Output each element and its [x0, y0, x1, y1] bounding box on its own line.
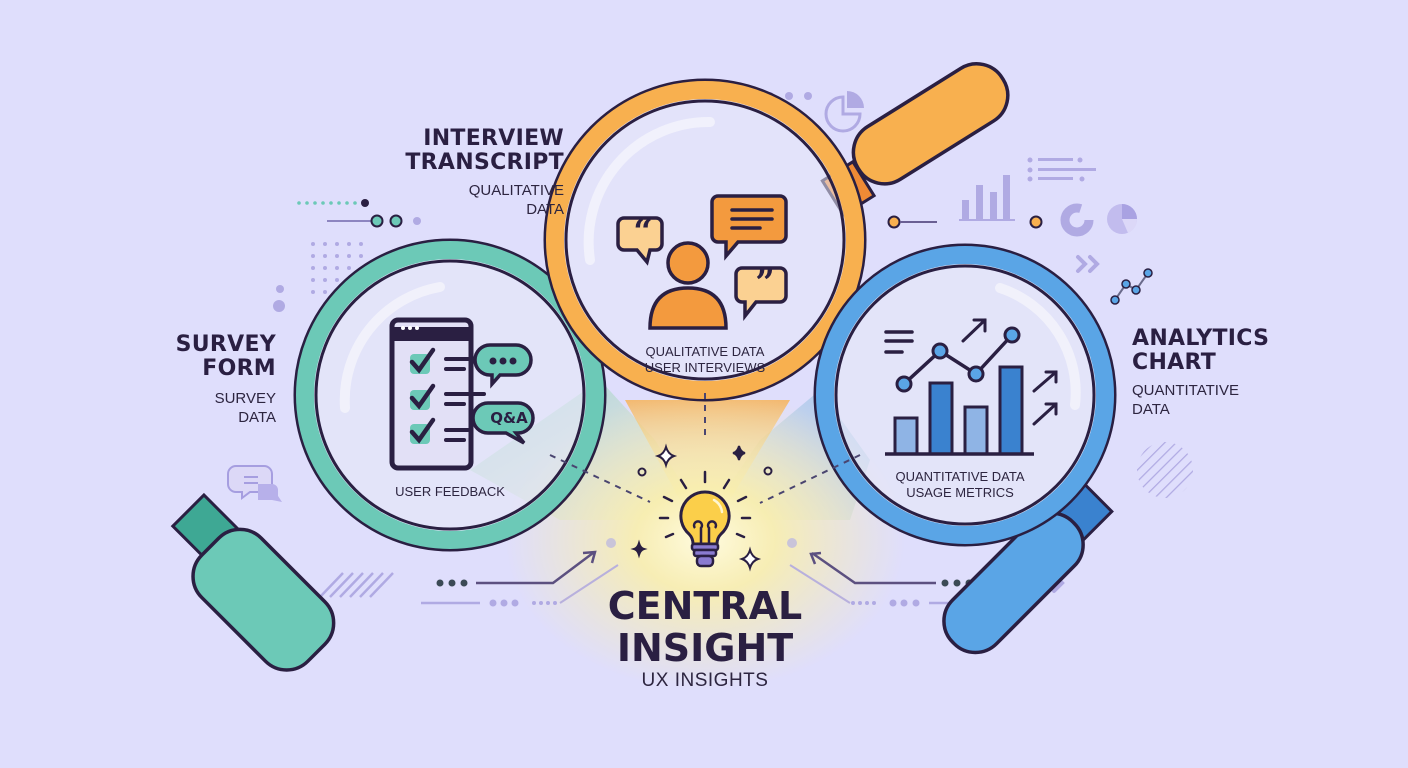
close-quote-glyph: ” — [755, 263, 775, 303]
central-title-line1: CENTRAL — [607, 584, 803, 628]
central-insight-subtitle: UX INSIGHTS — [641, 670, 769, 691]
interview-title-line2: TRANSCRIPT — [405, 150, 564, 175]
list-lines-icon — [1027, 157, 1096, 182]
interview-inner-line2: USER INTERVIEWS — [644, 360, 766, 375]
connector-left — [421, 538, 619, 607]
trend-up-arrows-icon — [961, 318, 1058, 426]
qa-bubble-icon — [471, 401, 535, 445]
interviewee-icon — [648, 241, 728, 330]
checkbox-checked-icon — [409, 417, 436, 444]
analytics-inner-line2: USAGE METRICS — [906, 485, 1014, 500]
line-graph-deco-icon — [1110, 268, 1153, 305]
message-bubble-icon — [710, 194, 788, 261]
open-quote-glyph: “ — [633, 212, 653, 252]
survey-sub-line1: SURVEY — [214, 390, 276, 407]
close-quote-bubble-icon — [734, 266, 788, 322]
analytics-inner-line1: QUANTITATIVE DATA — [895, 469, 1025, 484]
decor-top-right — [766, 91, 1193, 498]
analytics-title-line1: ANALYTICS — [1132, 326, 1270, 351]
central-insight-title: CENTRAL INSIGHT — [545, 585, 865, 669]
sparkle-icons — [630, 443, 773, 572]
lightbulb-icon — [658, 470, 752, 568]
interview-magnifier — [543, 62, 1010, 402]
interview-inner-line1: QUALITATIVE DATA — [645, 344, 765, 359]
survey-label: SURVEY FORM SURVEY DATA — [158, 333, 276, 427]
hatch-circle-deco — [1137, 442, 1193, 498]
pie-chart-icon — [824, 91, 864, 133]
survey-inner-label: USER FEEDBACK — [395, 484, 505, 499]
donut-chart-icon — [1060, 203, 1094, 237]
analytics-title-line2: CHART — [1132, 350, 1217, 375]
chevrons-double-icon — [1076, 255, 1100, 273]
qa-bubble-text: Q&A — [490, 409, 528, 427]
interview-sub-line2: DATA — [526, 201, 564, 218]
survey-title-line1: SURVEY — [175, 332, 276, 357]
decor-top-left — [273, 199, 421, 312]
interview-title-line1: INTERVIEW — [423, 126, 564, 151]
pie-chart-icon-2 — [1107, 204, 1138, 234]
central-title-line2: INSIGHT — [616, 626, 794, 670]
survey-form-icon — [389, 317, 535, 471]
survey-magnifier — [170, 238, 607, 672]
interview-sub-line1: QUALITATIVE — [468, 182, 564, 199]
ellipsis-bubble-icon — [473, 343, 533, 389]
decor-hatch-left — [319, 572, 394, 598]
analytics-sub-line1: QUANTITATIVE — [1132, 382, 1239, 399]
checkbox-checked-icon — [409, 383, 436, 410]
bar-chart-deco-icon — [959, 175, 1015, 221]
survey-sub-line2: DATA — [238, 409, 276, 426]
analytics-label: ANALYTICS CHART QUANTITATIVE DATA — [1132, 327, 1302, 419]
checkbox-checked-icon — [409, 347, 436, 374]
chat-bubbles-icon — [227, 465, 282, 502]
dashed-guides — [549, 393, 861, 504]
analytics-inner-label: QUANTITATIVE DATA USAGE METRICS — [872, 469, 1048, 501]
analytics-magnifier — [813, 243, 1117, 655]
analytics-chart-icon — [884, 318, 1058, 456]
interview-label: INTERVIEW TRANSCRIPT QUALITATIVE DATA — [400, 127, 564, 219]
open-quote-bubble-icon — [616, 216, 664, 266]
analytics-sub-line2: DATA — [1132, 401, 1170, 418]
interview-inner-label: QUALITATIVE DATA USER INTERVIEWS — [620, 344, 790, 376]
survey-title-line2: FORM — [202, 356, 276, 381]
